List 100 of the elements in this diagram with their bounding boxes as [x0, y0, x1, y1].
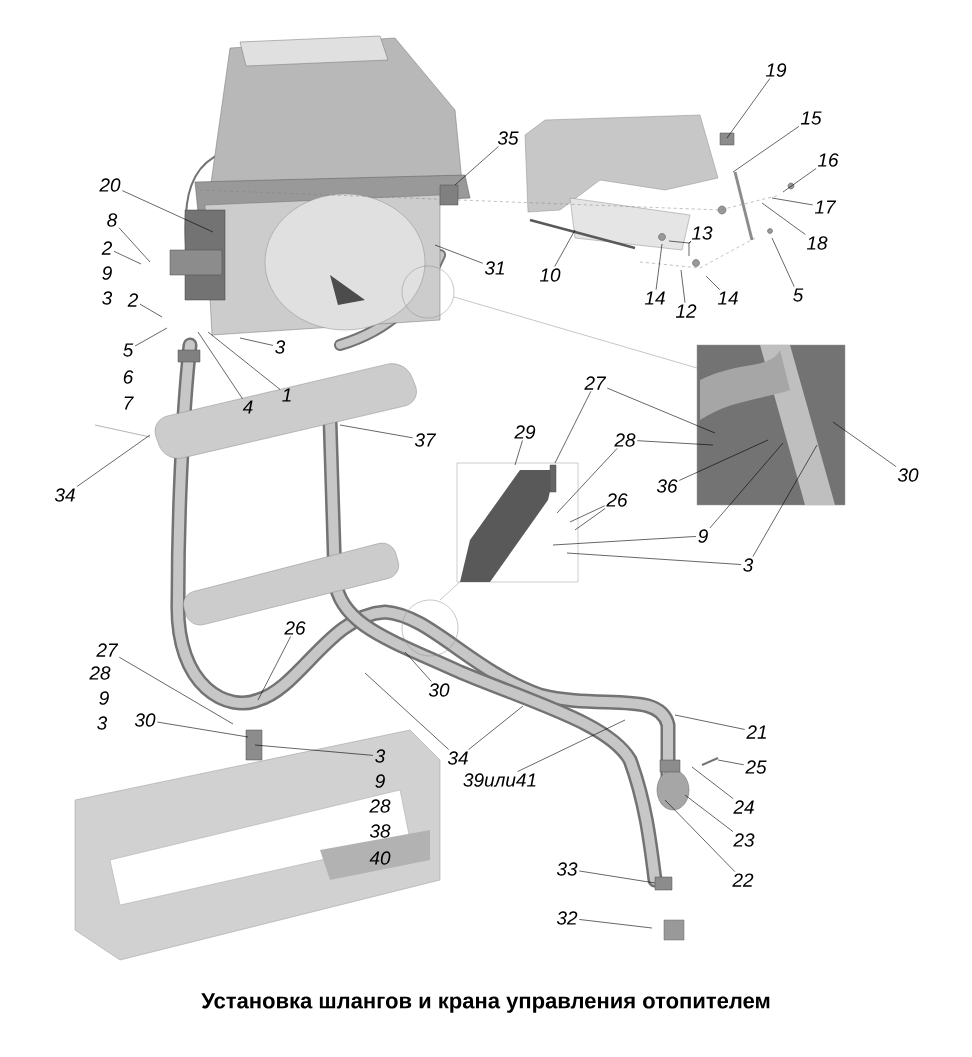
callout-number: 34 [54, 488, 75, 502]
leader-line [636, 440, 714, 446]
leader-line [664, 799, 736, 872]
callout-number: 1 [282, 388, 291, 402]
leader-line [761, 202, 806, 235]
callout-number: 25 [745, 760, 767, 774]
callout-number: 38 [369, 824, 391, 838]
leader-line [674, 714, 746, 730]
callout-number: 24 [733, 800, 754, 814]
callout-number: 32 [556, 911, 578, 925]
callout-number: 28 [369, 799, 391, 813]
callout-number: 21 [746, 725, 766, 739]
callout-number: 9 [99, 691, 109, 705]
callout-number: 3 [102, 291, 113, 305]
callout-number: 23 [733, 833, 755, 847]
callout-number: 9 [375, 774, 385, 788]
leader-line [655, 243, 663, 291]
leader-line [454, 146, 499, 186]
callout-number: 28 [89, 666, 111, 680]
callout-number: 15 [800, 111, 822, 125]
leader-line [832, 421, 897, 467]
leader-line [705, 275, 721, 291]
callout-number: 30 [134, 713, 156, 727]
leader-line [339, 424, 414, 439]
leader-line [254, 744, 374, 756]
leader-line [569, 505, 606, 523]
leader-line [691, 766, 734, 799]
callout-number: 39или41 [463, 773, 536, 787]
leader-line [404, 651, 432, 682]
callout-number: 29 [514, 425, 536, 439]
leader-line [680, 269, 686, 303]
leader-line [574, 508, 606, 531]
callout-number: 3 [97, 716, 108, 730]
callout-number: 5 [123, 343, 134, 357]
leader-line [752, 444, 818, 557]
leader-line [113, 251, 142, 265]
callout-number: 36 [656, 479, 678, 493]
leader-line [134, 327, 168, 347]
leader-line [726, 78, 771, 139]
callout-number: 40 [369, 851, 391, 865]
callout-number: 18 [806, 236, 828, 250]
caption: Установка шлангов и крана управления отопителем [201, 993, 770, 1013]
callout-number: 9 [698, 529, 708, 543]
callout-number: 31 [484, 261, 504, 275]
leader-line [364, 672, 450, 750]
leader-line [156, 721, 249, 738]
leader-line [552, 536, 697, 546]
leader-line [121, 190, 214, 233]
callout-number: 17 [814, 200, 837, 214]
callout-number: 2 [127, 293, 138, 307]
callout-number: 13 [691, 226, 713, 240]
callout-number: 3 [375, 749, 386, 763]
leader-line [517, 719, 626, 772]
leader-line [717, 759, 745, 766]
leader-line [771, 237, 795, 287]
callout-number: 10 [539, 268, 561, 282]
callout-number: 33 [556, 862, 578, 876]
leader-line [139, 303, 163, 318]
leader-line [709, 442, 784, 529]
leader-line [118, 227, 151, 263]
callout-number: 14 [717, 291, 738, 305]
leader-line [771, 197, 814, 206]
callout-number: 34 [447, 751, 468, 765]
callout-number: 9 [102, 266, 112, 280]
callout-number: 26 [284, 621, 306, 635]
leader-line [688, 241, 692, 257]
callout-number: 30 [897, 468, 919, 482]
callout-number: 6 [123, 370, 134, 384]
leader-line [554, 229, 576, 267]
callout-number: 30 [428, 683, 450, 697]
callout-number: 16 [817, 153, 839, 167]
leader-line [514, 440, 523, 466]
leader-line [118, 656, 234, 725]
callout-number: 37 [414, 433, 437, 447]
leader-line [207, 331, 281, 390]
leader-line [782, 168, 817, 193]
leader-line [578, 919, 653, 929]
leader-line [468, 705, 524, 750]
leader-line [679, 439, 769, 481]
leader-line [434, 244, 484, 264]
callout-number: 4 [242, 400, 253, 414]
leader-line [607, 387, 716, 434]
callout-number: 5 [793, 288, 804, 302]
leader-line [554, 391, 592, 464]
callout-number: 22 [732, 873, 754, 887]
leader-line [239, 337, 274, 346]
callout-number: 28 [614, 433, 636, 447]
callout-number: 19 [765, 63, 787, 77]
callout-number: 2 [101, 241, 112, 255]
leader-line [578, 870, 656, 884]
callout-number: 35 [497, 131, 519, 145]
leader-line [197, 331, 243, 400]
callout-number: 26 [606, 493, 628, 507]
callout-number: 14 [644, 291, 665, 305]
callout-number: 8 [107, 213, 118, 227]
leader-line [732, 126, 800, 173]
leader-line [684, 794, 734, 832]
callout-number: 7 [124, 396, 134, 410]
callout-number: 27 [584, 376, 607, 390]
callout-number: 12 [675, 304, 697, 318]
